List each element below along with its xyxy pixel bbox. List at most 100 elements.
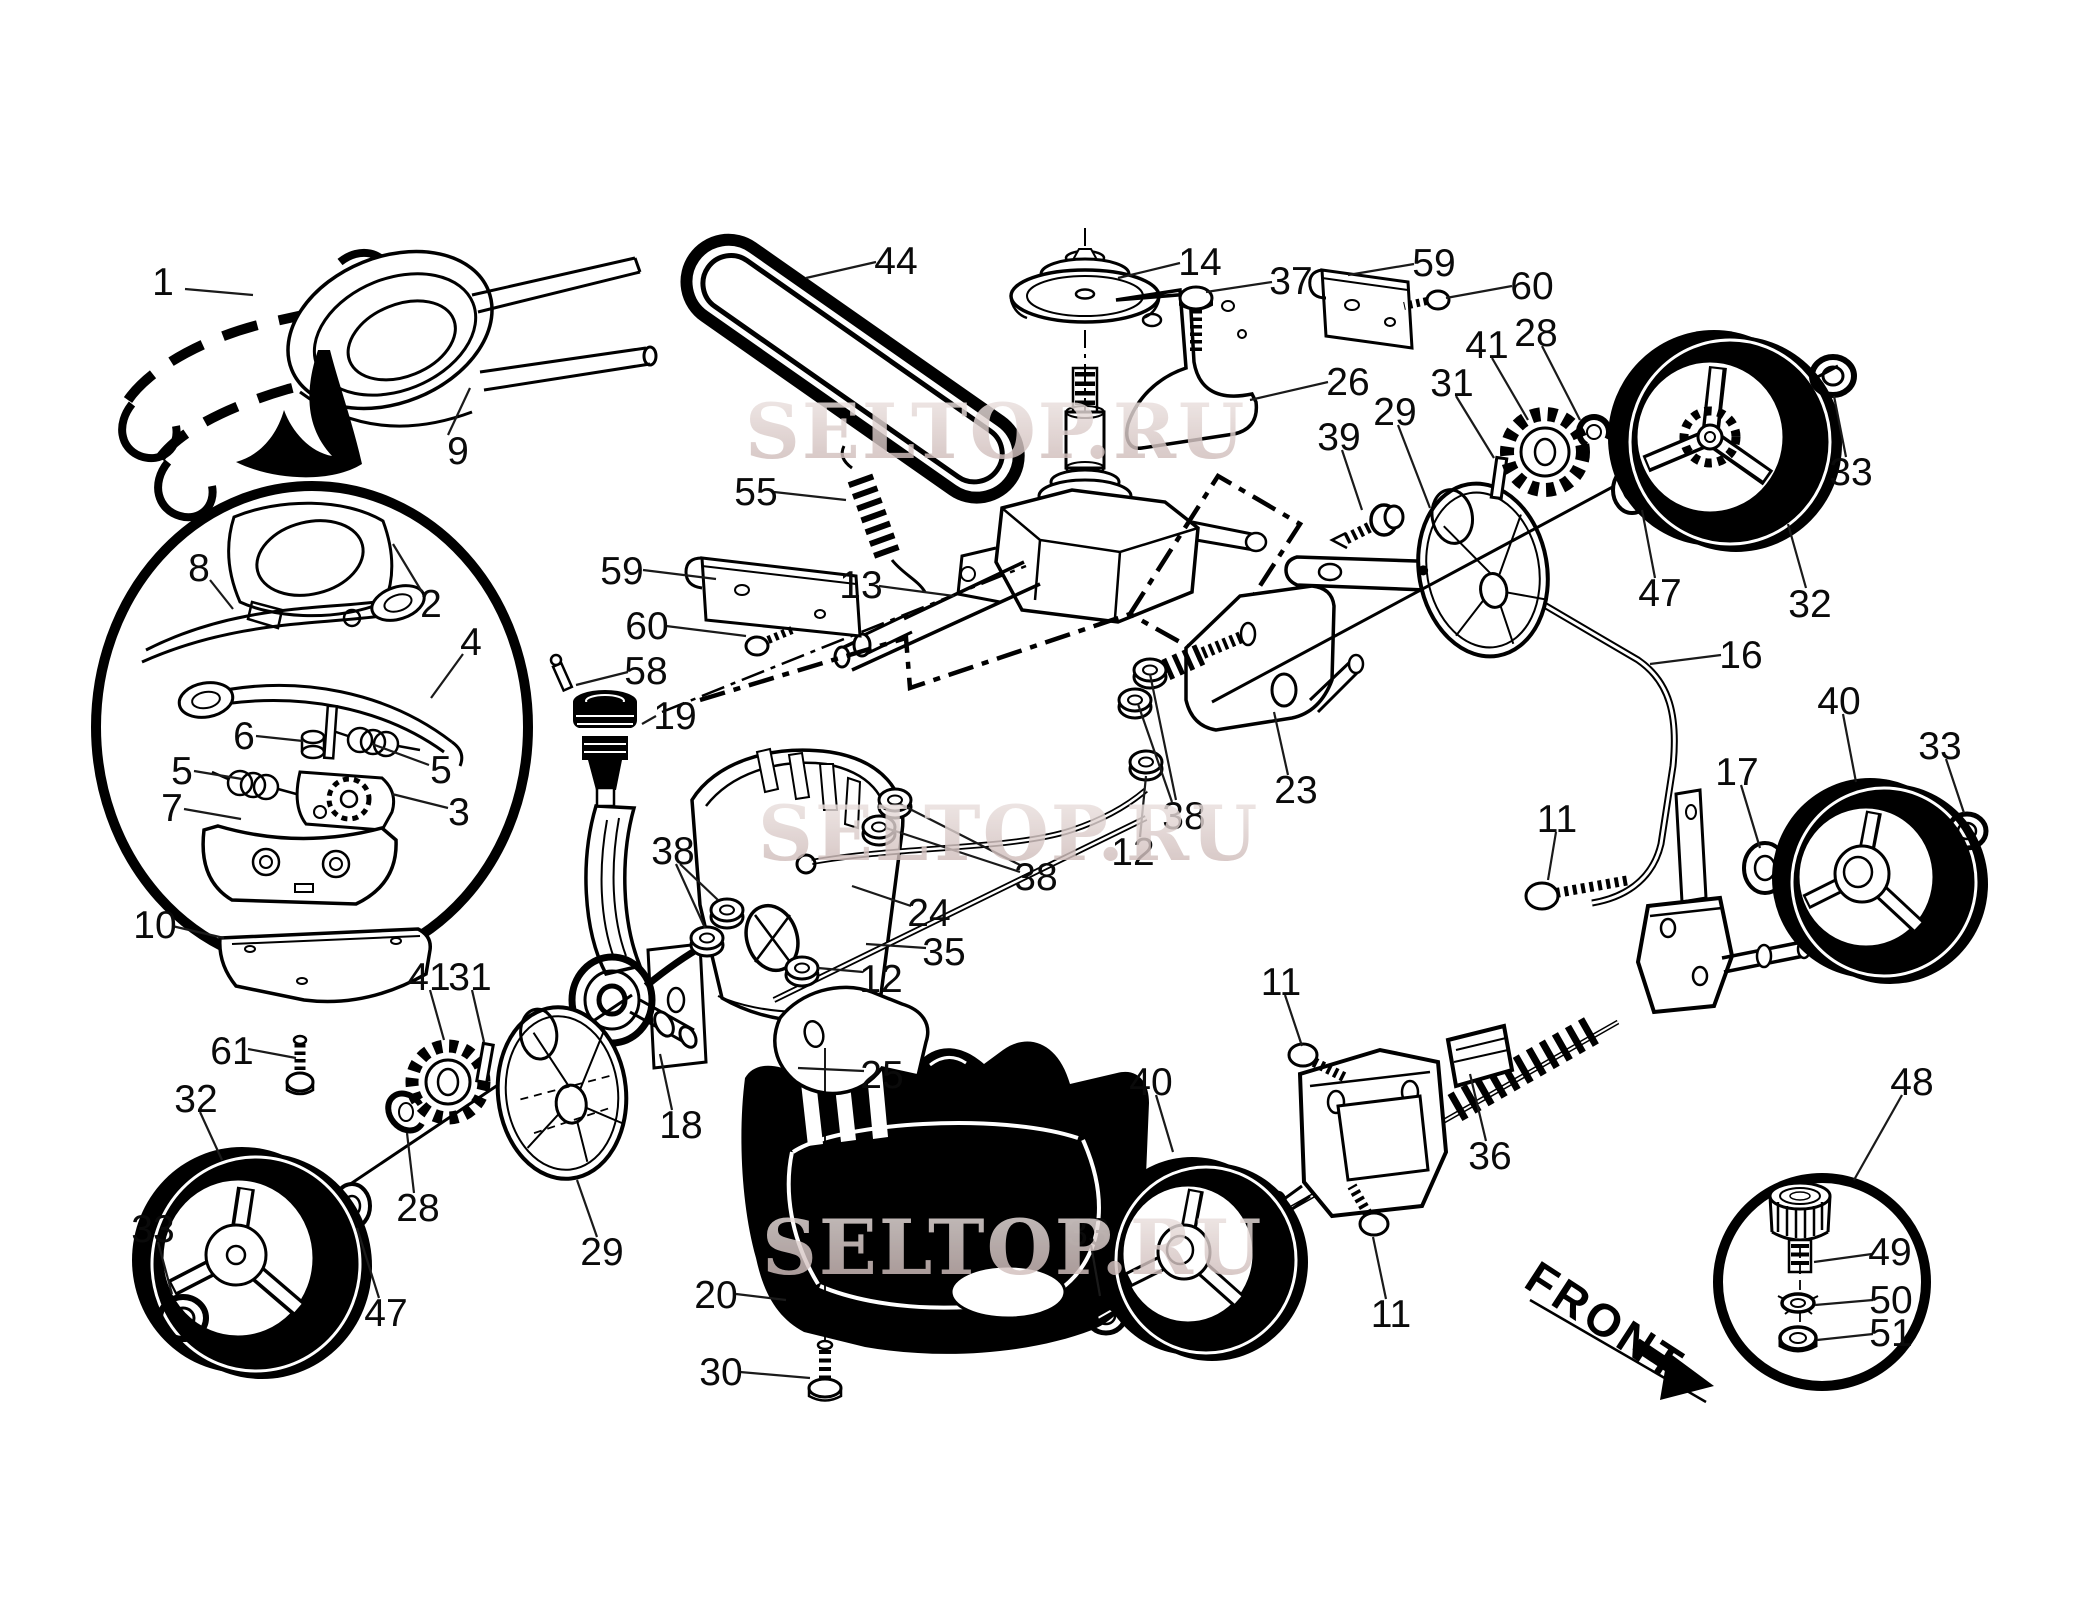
nut-12 [1128,749,1164,782]
leader-29 [1396,424,1432,509]
callout-35: 35 [922,931,965,974]
callout-6: 6 [233,715,255,758]
return-spring-55 [840,445,927,593]
pin-58 [551,661,574,693]
nut-51 [1778,1325,1818,1353]
callout-24: 24 [907,892,950,935]
leader-60 [665,624,747,638]
wheel-rear-right-40 [1772,778,1988,984]
callout-26: 26 [1326,361,1369,404]
leader-47 [1640,509,1657,579]
callout-50: 50 [1869,1279,1912,1322]
nut-38 [877,787,913,820]
callout-58: 58 [624,650,667,693]
part-10-guard-plate [218,927,432,1004]
callout-36: 36 [1468,1135,1511,1178]
callout-11: 11 [1537,798,1578,841]
rear-axle-assembly [1096,788,1812,1321]
callout-4: 4 [460,621,482,664]
bolt-30 [807,1339,843,1402]
dust-cap-28-left [385,1090,427,1134]
leader-4 [430,653,464,699]
callout-49: 49 [1868,1231,1911,1274]
leader-26 [1249,380,1329,402]
leader-16 [1649,653,1722,666]
adjuster-disc-29-left [495,1005,629,1181]
part-6-bushing [300,729,326,760]
drive-belt [680,233,1025,504]
leader-12 [1138,775,1148,838]
leader-55 [773,490,847,502]
callout-31: 31 [1430,362,1473,405]
callout-16: 16 [1719,634,1762,677]
knob-19 [573,690,637,790]
idler-bracket-26 [1115,287,1259,450]
retainer-ring-28-right [1576,414,1612,450]
callout-47: 47 [364,1292,407,1335]
bolt-11-mid [1287,1042,1349,1083]
callout-37: 37 [1269,260,1312,303]
front-arrow-head [1660,1352,1714,1400]
hub-nut-33-front-right [1084,1296,1128,1336]
leader-44 [805,260,877,280]
callout-59: 59 [600,550,643,593]
bolt-61 [285,1034,315,1096]
bolt-11-lower [1347,1183,1390,1237]
debris-guard-24 [690,747,905,1023]
leader-49 [1813,1252,1873,1264]
callout-2: 2 [420,583,442,626]
mount-plate-59-left [684,556,862,638]
leader-36 [1468,1073,1488,1142]
cover-opening [949,1264,1067,1320]
bracket-25 [773,985,930,1096]
callout-29: 29 [580,1231,623,1274]
leader-28 [1541,345,1581,421]
watermark-text-2: SELTOP.RU [758,789,1259,878]
callout-41: 41 [1465,324,1508,367]
callout-3: 3 [448,791,470,834]
watermark-text-3: SELTOP.RU [762,1203,1263,1292]
callout-5: 5 [430,749,452,792]
leader-48 [1853,1094,1903,1181]
callout-44: 44 [874,240,917,283]
nut-38 [861,814,897,847]
hubcap-33-front-left [157,1294,209,1342]
drive-cover-20 [741,1040,1149,1354]
detail-circle-outline [1713,1173,1931,1391]
callout-9: 9 [447,430,469,473]
leader-41 [428,989,446,1041]
handle-bars [471,256,658,392]
leader-6 [255,734,304,743]
leader-47 [355,1227,381,1299]
callout-7: 7 [161,787,183,830]
wheel-rear-left-32 [1608,330,1842,552]
part-4-drive-lever [177,681,464,767]
part-8-control-lever [141,584,426,664]
nut-38 [1117,687,1153,720]
height-adjuster-lever [549,653,760,1070]
leader-50 [1814,1298,1874,1307]
transmission [661,366,1268,714]
callout-40: 40 [1129,1061,1172,1104]
leader-30 [739,1370,811,1380]
callout-51: 51 [1869,1312,1912,1355]
front-direction: FRONT [1517,1251,1714,1404]
callout-13: 13 [839,564,882,607]
part-7-lower-housing [201,824,398,906]
callout-31: 31 [448,956,491,999]
detail-circle-48 [1713,1173,1931,1391]
part-5-torsion-spring-right [329,726,421,758]
callout-12: 12 [859,958,902,1001]
callout-38: 38 [651,830,694,873]
callout-5: 5 [171,750,193,793]
callout-33: 33 [131,1208,174,1251]
leader-38 [1136,703,1174,803]
wheel-link [1674,788,1708,904]
callout-10: 10 [133,904,176,947]
adjuster-knob-49 [1768,1181,1832,1274]
wheel-front-right-40 [1096,1157,1308,1361]
leader-35 [865,942,927,950]
